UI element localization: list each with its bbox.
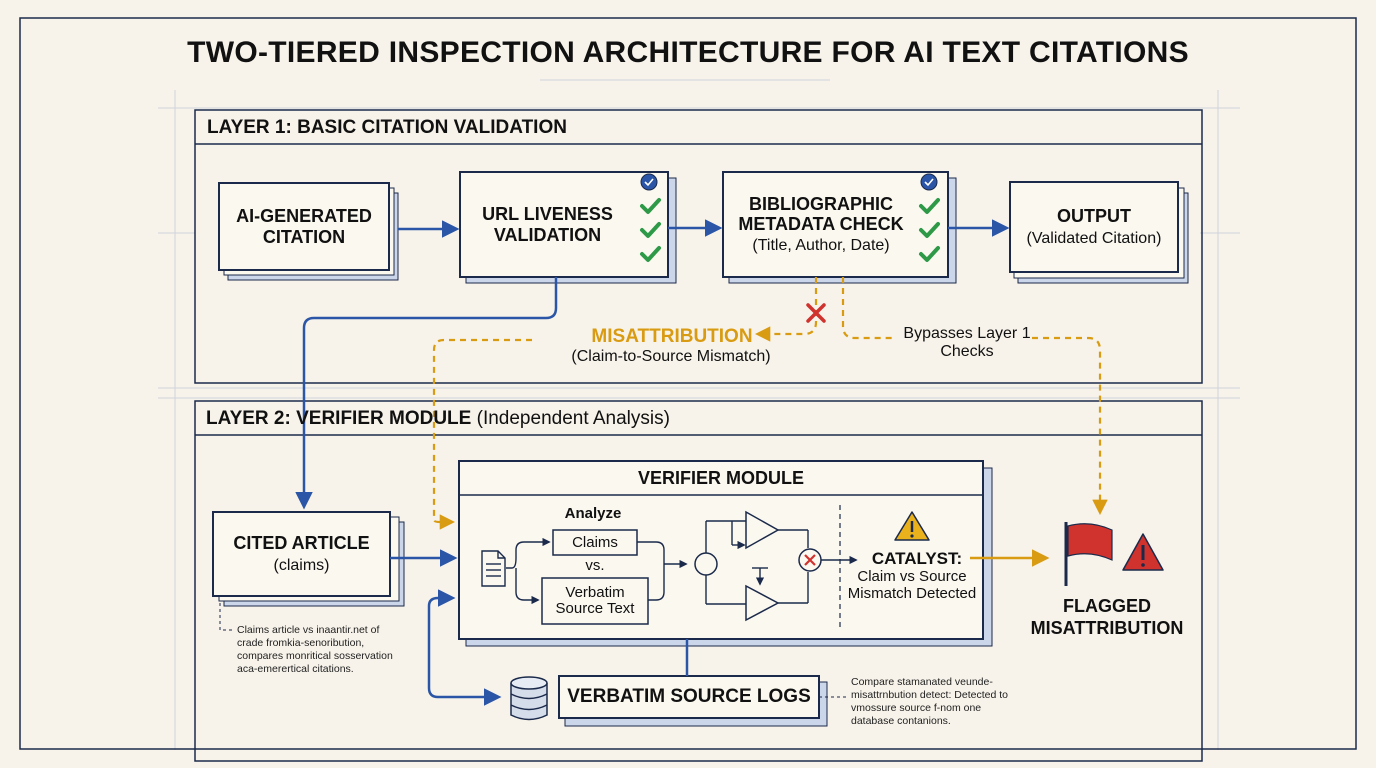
- url-checkmarks-icon: [640, 198, 661, 262]
- ai-citation-label: AI-GENERATED CITATION: [236, 205, 372, 247]
- logs-box: VERBATIM SOURCE LOGS: [559, 676, 819, 718]
- cited-article-sub: (claims): [273, 556, 330, 574]
- logs-label: VERBATIM SOURCE LOGS: [567, 686, 811, 708]
- amplifier-bottom-icon: [745, 584, 780, 622]
- page-title: TWO-TIERED INSPECTION ARCHITECTURE FOR A…: [187, 36, 1189, 69]
- warning-icon: [894, 511, 930, 541]
- verbatim-box: Verbatim Source Text: [542, 578, 648, 624]
- cited-article-label: CITED ARTICLE: [233, 532, 370, 553]
- cited-article-note: Claims article vs inaantir.net of crade …: [237, 624, 393, 676]
- output-label: OUTPUT: [1057, 205, 1131, 226]
- ai-citation-box: AI-GENERATED CITATION: [219, 183, 389, 270]
- metadata-checkmarks-icon: [919, 198, 940, 262]
- catalyst-sub: Claim vs Source Mismatch Detected: [847, 568, 977, 602]
- verified-badge-icon: [920, 173, 938, 191]
- ai-citation-box-shape: [218, 182, 399, 281]
- background-grid: [158, 79, 1240, 750]
- layer2-heading-sub: (Independent Analysis): [476, 408, 670, 429]
- output-sub: (Validated Citation): [1026, 229, 1162, 247]
- cited-article-box: CITED ARTICLE (claims): [213, 512, 390, 596]
- verbatim-box-shape: [541, 577, 649, 625]
- amplifier-top-icon: [745, 510, 780, 550]
- output-box-shape: [1009, 181, 1189, 284]
- blocked-x-icon: [806, 303, 826, 323]
- url-check-box: URL LIVENESS VALIDATION: [460, 172, 635, 277]
- outer-frame: [19, 17, 1357, 750]
- catalyst-label: CATALYST:: [871, 549, 963, 568]
- database-icon: [510, 676, 548, 721]
- misattribution-label: MISATTRIBUTION: [591, 326, 753, 347]
- layer2-frame: [194, 400, 1203, 762]
- verified-badge-icon: [640, 173, 658, 191]
- verbatim-label: Verbatim Source Text: [555, 583, 635, 617]
- misattribution-sub: (Claim-to-Source Mismatch): [571, 348, 771, 365]
- metadata-check-box: BIBLIOGRAPHIC METADATA CHECK (Title, Aut…: [723, 172, 919, 277]
- document-icon: [481, 550, 506, 587]
- logs-note: Compare stamanated veunde-misattrnbution…: [851, 676, 1009, 728]
- metadata-check-label: BIBLIOGRAPHIC METADATA CHECK: [738, 193, 904, 235]
- layer2-heading-bold: LAYER 2: VERIFIER MODULE: [206, 408, 472, 429]
- claims-label: Claims: [572, 533, 618, 551]
- output-box: OUTPUT (Validated Citation): [1010, 182, 1178, 272]
- bypass-label: Bypasses Layer 1 Checks: [903, 325, 1031, 361]
- layer1-heading: LAYER 1: BASIC CITATION VALIDATION: [207, 117, 567, 138]
- layer2-heading: LAYER 2: VERIFIER MODULE (Independent An…: [206, 408, 670, 430]
- cited-article-box-shape: [212, 511, 405, 607]
- metadata-check-box-shape: [722, 171, 957, 284]
- alert-icon: [1122, 533, 1164, 571]
- verifier-title: VERIFIER MODULE: [637, 468, 804, 488]
- claims-box-shape: [552, 529, 638, 556]
- flag-icon: [1064, 522, 1113, 586]
- mismatch-node-icon: [798, 548, 822, 572]
- comparator-node-icon: [694, 552, 718, 576]
- url-check-label: URL LIVENESS VALIDATION: [482, 203, 613, 245]
- flagged-label: FLAGGED MISATTRIBUTION: [1030, 596, 1184, 638]
- analyze-label: Analyze: [564, 505, 622, 522]
- claims-box: Claims: [553, 530, 637, 555]
- metadata-check-sub: (Title, Author, Date): [752, 236, 890, 254]
- logs-box-shape: [558, 675, 828, 727]
- vs-label: vs.: [585, 557, 605, 574]
- layer1-frame: [194, 109, 1203, 384]
